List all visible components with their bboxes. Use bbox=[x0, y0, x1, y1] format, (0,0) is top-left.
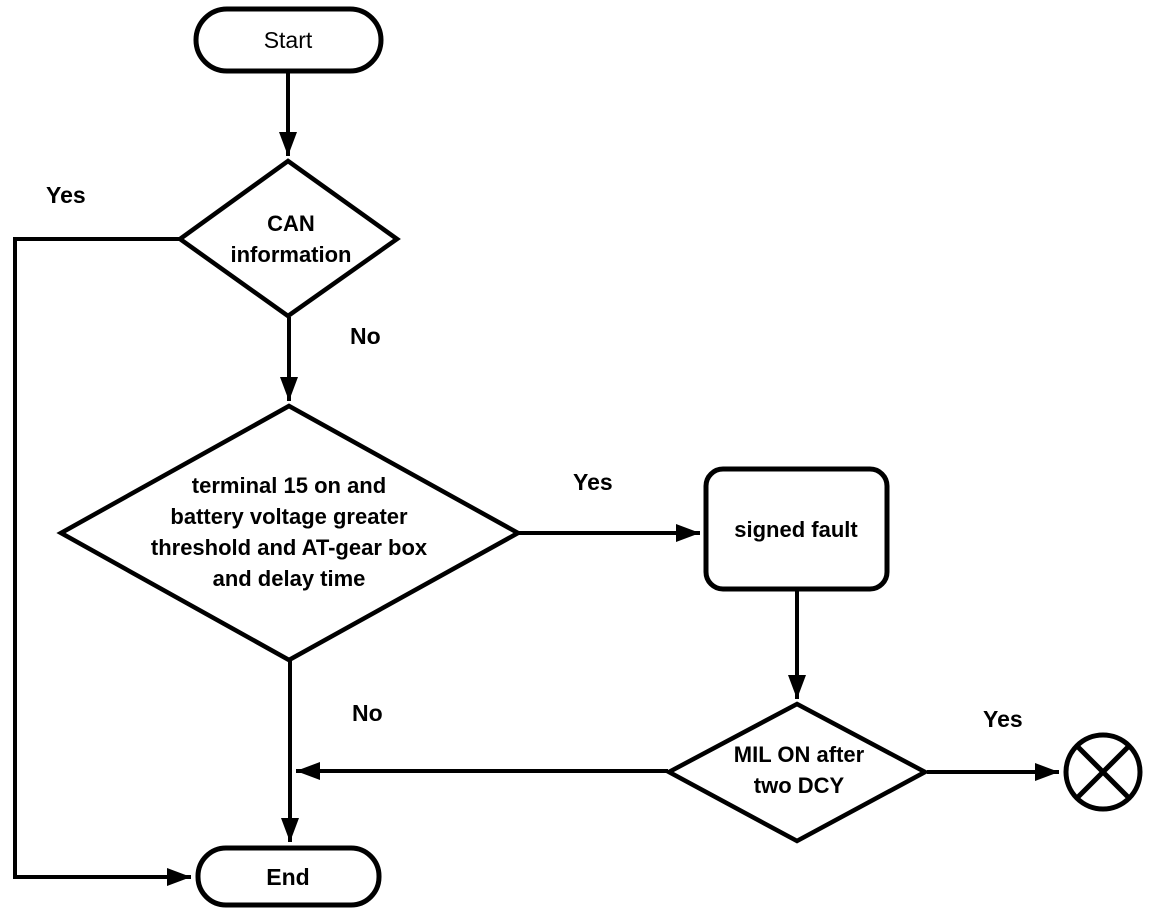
edge-label-can-yes: Yes bbox=[46, 182, 86, 208]
enable-conditions-label-line3: threshold and AT-gear box bbox=[151, 535, 428, 560]
mil-on-label-line1: MIL ON after bbox=[734, 742, 865, 767]
enable-conditions-label-line4: and delay time bbox=[213, 566, 366, 591]
arrow-can-information-yes-loop-to-end bbox=[13, 237, 191, 886]
mil-on-label-line2: two DCY bbox=[754, 773, 845, 798]
start-node-label: Start bbox=[264, 27, 313, 53]
edge-label-conditions-yes: Yes bbox=[573, 469, 613, 495]
enable-conditions-label-line2: battery voltage greater bbox=[170, 504, 408, 529]
end-node-label: End bbox=[266, 864, 309, 890]
can-information-label-line2: information bbox=[231, 242, 352, 267]
signed-fault-process bbox=[703, 466, 890, 592]
offpage-connector-circle-x-icon bbox=[1063, 732, 1143, 812]
start-node bbox=[193, 6, 384, 74]
edge-label-mil-yes: Yes bbox=[983, 706, 1023, 732]
can-information-decision bbox=[176, 158, 401, 319]
mil-on-decision bbox=[664, 701, 930, 844]
end-node bbox=[195, 845, 382, 908]
signed-fault-label: signed fault bbox=[734, 517, 858, 542]
enable-conditions-label-line1: terminal 15 on and bbox=[192, 473, 386, 498]
enable-conditions-decision bbox=[56, 403, 523, 663]
edge-label-conditions-no: No bbox=[352, 700, 383, 726]
can-information-label-line1: CAN bbox=[267, 211, 315, 236]
edge-label-can-no: No bbox=[350, 323, 381, 349]
